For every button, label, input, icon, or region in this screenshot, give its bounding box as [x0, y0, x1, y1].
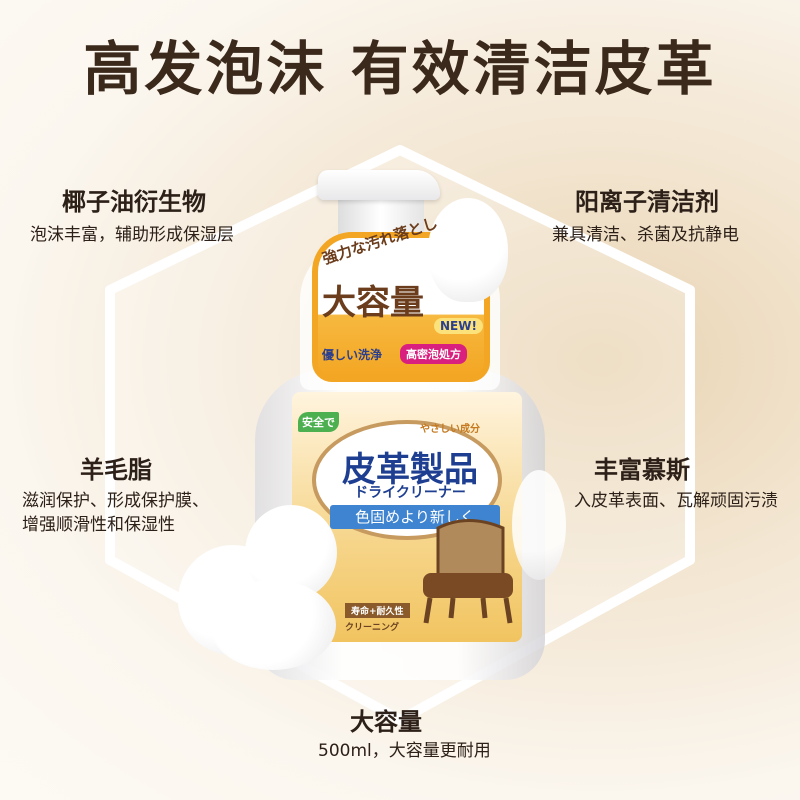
pump-head [318, 170, 440, 200]
ingredient-tag: やさしい成分 [420, 424, 480, 435]
feature-title-lanolin: 羊毛脂 [80, 456, 152, 484]
new-badge: NEW! [434, 318, 483, 334]
feature-desc-cationic: 兼具清洁、杀菌及抗静电 [552, 225, 739, 245]
armchair-image [423, 519, 513, 624]
feature-desc-mousse: 入皮革表面、瓦解顽固污渍 [574, 491, 778, 511]
bottom-tag: 寿命+耐久性 [345, 603, 410, 618]
foam-formula-badge: 高密泡処方 [400, 344, 467, 364]
feature-title-cationic: 阳离子清洁剂 [575, 188, 719, 216]
bottom-subtag: クリーニング [345, 623, 400, 633]
foam-side [512, 470, 566, 580]
foam-cloud [210, 580, 336, 670]
gentle-label: 優しい洗浄 [322, 348, 383, 362]
capacity-label: 大容量 [322, 283, 424, 323]
label-ribbon: 色固めより新しく [330, 505, 500, 529]
feature-title-mousse: 丰富慕斯 [594, 456, 690, 484]
product-subtitle: ドライクリーナー [354, 485, 466, 501]
product-name: 皮革製品 [342, 450, 478, 490]
feature-title-capacity: 大容量 [350, 708, 422, 736]
safety-badge: 安全で [298, 412, 339, 432]
feature-title-coconut: 椰子油衍生物 [62, 188, 206, 216]
feature-desc-coconut: 泡沫丰富，辅助形成保湿层 [30, 225, 234, 245]
foam-dollop [428, 198, 508, 302]
feature-desc-lanolin-2: 增强顺滑性和保湿性 [22, 515, 175, 535]
feature-desc-lanolin-1: 滋润保护、形成保护膜、 [22, 491, 209, 511]
headline: 高发泡沫 有效清洁皮革 [83, 35, 717, 103]
feature-desc-capacity: 500ml，大容量更耐用 [318, 741, 491, 761]
